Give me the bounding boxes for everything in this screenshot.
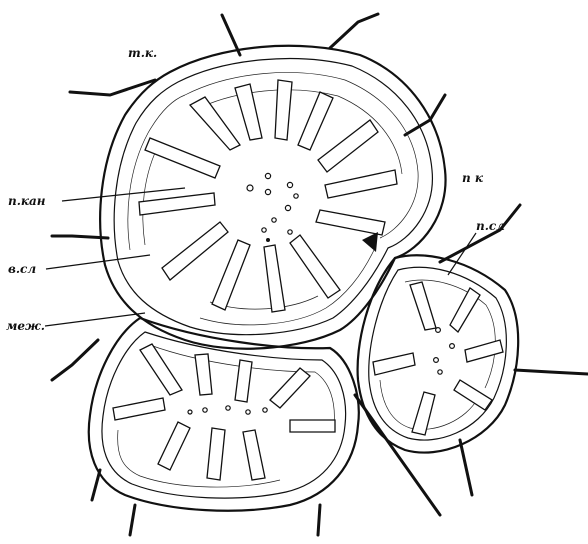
- label-nkan: п.кан: [8, 194, 46, 208]
- label-psl: п.сл: [476, 219, 505, 233]
- label-mezh: меж.: [6, 319, 45, 333]
- label-layer: т.к. п к п.кан в.сл п.сл меж.: [6, 46, 505, 333]
- lumen-pores-right: [434, 328, 455, 375]
- label-vsl: в.сл: [8, 262, 36, 276]
- leader-mezh: [45, 313, 145, 326]
- leader-vsl: [46, 255, 150, 269]
- lumen-pores-bottom: [188, 406, 267, 414]
- label-top-left: т.к.: [128, 46, 157, 60]
- stone-cell-top: [100, 46, 445, 349]
- label-right: п к: [462, 171, 484, 185]
- lumen-pores: [247, 173, 298, 242]
- pore-canals-bottom: [113, 344, 335, 480]
- dark-inclusion: [362, 232, 378, 252]
